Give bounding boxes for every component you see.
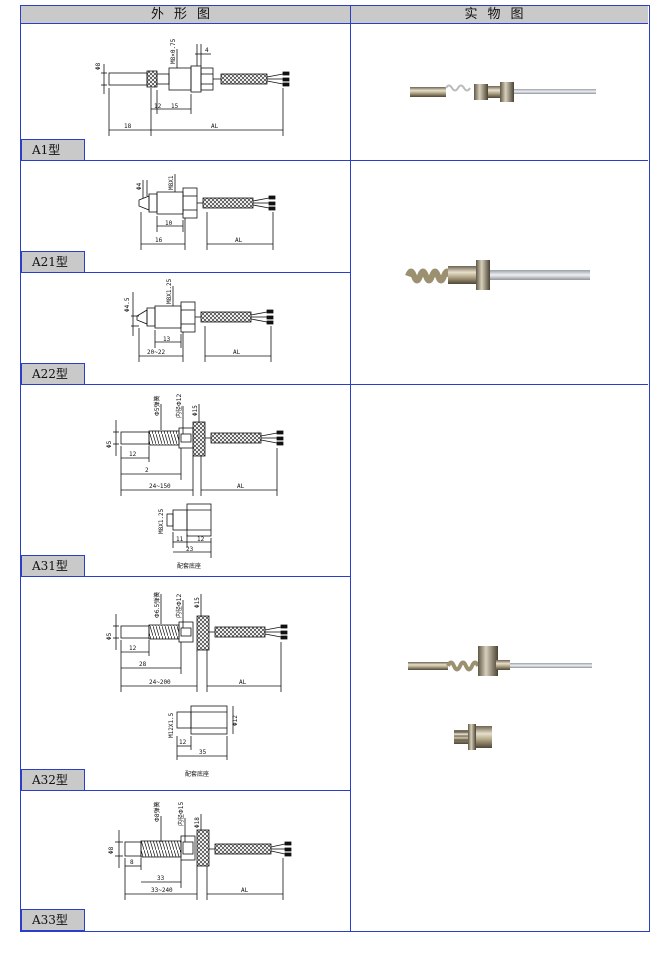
a33-dim-thirtythree: 33	[157, 875, 165, 882]
a32-base-caption: 配套底座	[185, 770, 209, 778]
a31-dim-phi: Φ5	[106, 440, 113, 448]
a3x-photo	[408, 646, 592, 750]
a32-dim-outer: Φ15	[194, 597, 201, 608]
a33-dim-outer: Φ18	[194, 817, 201, 828]
model-label-a33: A33型	[21, 909, 85, 931]
a33-outline-drawing: Φ8 Φ8弹簧 内径Φ15 Φ18 8 33 33~240 AL	[108, 801, 292, 900]
a32-dim-spring: Φ6.5弹簧	[153, 592, 161, 618]
a32-outline-drawing: Φ5 Φ6.5弹簧 内径Φ12 Φ15 12 28 24~200 AL M12X…	[106, 592, 288, 778]
a1-dim-twelve: 12	[154, 103, 162, 110]
row-divider	[21, 160, 350, 161]
a32-dim-twelve: 12	[129, 645, 137, 652]
a31-dim-al: AL	[237, 483, 245, 490]
a21-dim-sixteen: 16	[155, 237, 163, 244]
a22-dim-phi: Φ4.5	[124, 297, 131, 312]
a31-dim-spring: Φ5弹簧	[153, 395, 161, 416]
a21-dim-phi: Φ4	[136, 182, 143, 190]
a1-dim-phi: Φ8	[95, 62, 102, 70]
model-label-a31: A31型	[21, 555, 85, 577]
a1-dim-eighteen: 18	[124, 123, 132, 130]
a32-base-thirtyfive: 35	[199, 749, 207, 756]
row-divider	[21, 576, 350, 577]
spec-table: 外形图 实物图 A1型 A21型 A22型 A31型 A32型 A33型	[20, 5, 650, 932]
row-divider	[350, 160, 648, 161]
a2x-photo	[405, 260, 590, 290]
a32-dim-inner: 内径Φ12	[175, 593, 183, 618]
a22-dim-al: AL	[233, 349, 241, 356]
a33-dim-inner: 内径Φ15	[177, 801, 185, 826]
row-divider	[350, 384, 648, 385]
a32-base-twelve: 12	[179, 739, 187, 746]
row-divider	[21, 384, 350, 385]
a32-dim-phi: Φ5	[106, 632, 113, 640]
model-label-a32: A32型	[21, 769, 85, 791]
row-divider	[21, 272, 350, 273]
a33-dim-range: 33~240	[151, 887, 173, 894]
a22-outline-drawing: Φ4.5 M8X1.25 13 20~22 AL	[124, 278, 274, 362]
a1-dim-al: AL	[211, 123, 219, 130]
a31-dim-outer: Φ15	[192, 405, 199, 416]
a31-base-eleven: 11	[176, 536, 184, 543]
a33-dim-phi: Φ8	[108, 846, 115, 854]
a32-dim-twentyeight: 28	[139, 661, 147, 668]
a33-dim-eight: 8	[130, 859, 134, 866]
a21-dim-al: AL	[235, 237, 243, 244]
column-divider	[350, 6, 351, 931]
header-outline-drawing: 外形图	[21, 6, 350, 24]
a22-dim-thread: M8X1.25	[166, 278, 173, 304]
model-label-a22: A22型	[21, 363, 85, 385]
model-label-a21: A21型	[21, 251, 85, 273]
a31-dim-two: 2	[145, 467, 149, 474]
row-divider	[21, 790, 350, 791]
a21-dim-thread: M8X1	[168, 175, 175, 190]
a21-outline-drawing: Φ4 M8X1 10 16 AL	[136, 174, 276, 250]
a31-base-caption: 配套底座	[177, 562, 201, 570]
model-label-a1: A1型	[21, 139, 85, 161]
a1-dim-fifteen: 15	[171, 103, 179, 110]
a32-base-phi: Φ12	[232, 715, 239, 726]
a22-dim-range: 20~22	[147, 349, 165, 356]
a1-dim-thread: M8×0.75	[170, 38, 177, 64]
a22-dim-thirteen: 13	[163, 336, 171, 343]
a32-dim-al: AL	[239, 679, 247, 686]
a31-base-twentythree: 23	[186, 546, 194, 553]
a31-dim-range: 24~150	[149, 483, 171, 490]
a33-dim-spring: Φ8弹簧	[153, 801, 161, 822]
a32-base-thread: M12X1.5	[168, 712, 175, 738]
a32-dim-range: 24~200	[149, 679, 171, 686]
a31-base-twelve: 12	[197, 536, 205, 543]
a1-outline-drawing: Φ8 M8×0.75 4 12 15 18 AL	[95, 38, 290, 136]
a31-dim-inner: 内径Φ12	[175, 393, 183, 418]
a1-photo	[410, 82, 596, 102]
a33-dim-al: AL	[241, 887, 249, 894]
a31-dim-twelve: 12	[129, 451, 137, 458]
a31-base-thread: M8X1.25	[158, 508, 165, 534]
header-photo: 实物图	[350, 6, 648, 24]
a1-dim-four: 4	[205, 47, 209, 54]
a31-outline-drawing: Φ5 Φ5弹簧 内径Φ12 Φ15 12 2 24~150 AL M8X1.25…	[106, 393, 284, 570]
a21-dim-ten: 10	[165, 220, 173, 227]
